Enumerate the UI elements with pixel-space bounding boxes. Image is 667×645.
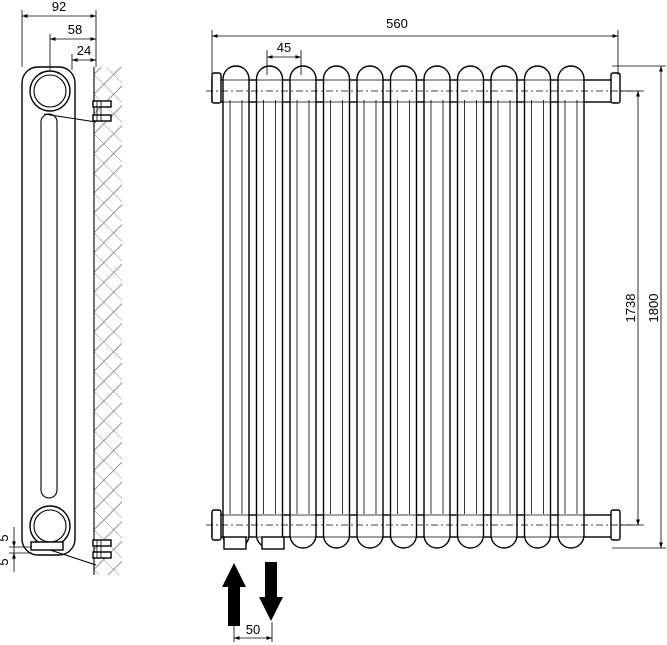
side-top-header-outer [29, 70, 71, 112]
radiator-section [255, 65, 284, 549]
dim-front-inner-height: 1738 [623, 294, 638, 323]
dim-side-bottom-offset-a: 5 [0, 534, 11, 541]
wall-hatch [94, 67, 122, 575]
dim-front-connection-spacing: 50 [246, 622, 260, 637]
inlet-connection [223, 536, 247, 550]
radiator-section [322, 65, 351, 549]
dim-front-total-height: 1800 [646, 294, 661, 323]
radiator-section [222, 65, 250, 549]
dim-side-wall-gap: 24 [77, 43, 91, 58]
dim-front-section-pitch: 45 [277, 40, 291, 55]
wall-bracket-bottom [30, 539, 112, 566]
radiator-section [490, 65, 518, 549]
side-top-header-inner [33, 74, 67, 108]
wall-bracket-top [43, 100, 112, 123]
radiator-section [356, 65, 384, 549]
radiator-section [523, 65, 552, 549]
top-right-plug [610, 72, 621, 104]
radiator-section [389, 65, 418, 549]
dim-front-total-width: 560 [386, 16, 408, 31]
side-body-outer [21, 66, 76, 556]
front-view: 560 45 1738 1800 50 [206, 16, 666, 642]
side-bottom-header-outer [29, 505, 71, 547]
top-left-plug [211, 72, 222, 104]
radiator-sections [222, 65, 585, 549]
side-body-inner-slot [40, 113, 58, 499]
radiator-section [423, 65, 451, 549]
side-view: 92 58 24 5 5 [0, 0, 122, 575]
flow-out-arrow [259, 562, 283, 621]
dim-side-pipe-center: 58 [68, 22, 82, 37]
radiator-section [456, 65, 485, 549]
outlet-connection [261, 536, 285, 550]
radiator-section [289, 65, 317, 549]
radiator-section [557, 65, 585, 549]
dim-side-bottom-offset-b: 5 [0, 558, 11, 565]
flow-in-arrow [222, 563, 246, 626]
dim-side-total-depth: 92 [52, 0, 66, 14]
